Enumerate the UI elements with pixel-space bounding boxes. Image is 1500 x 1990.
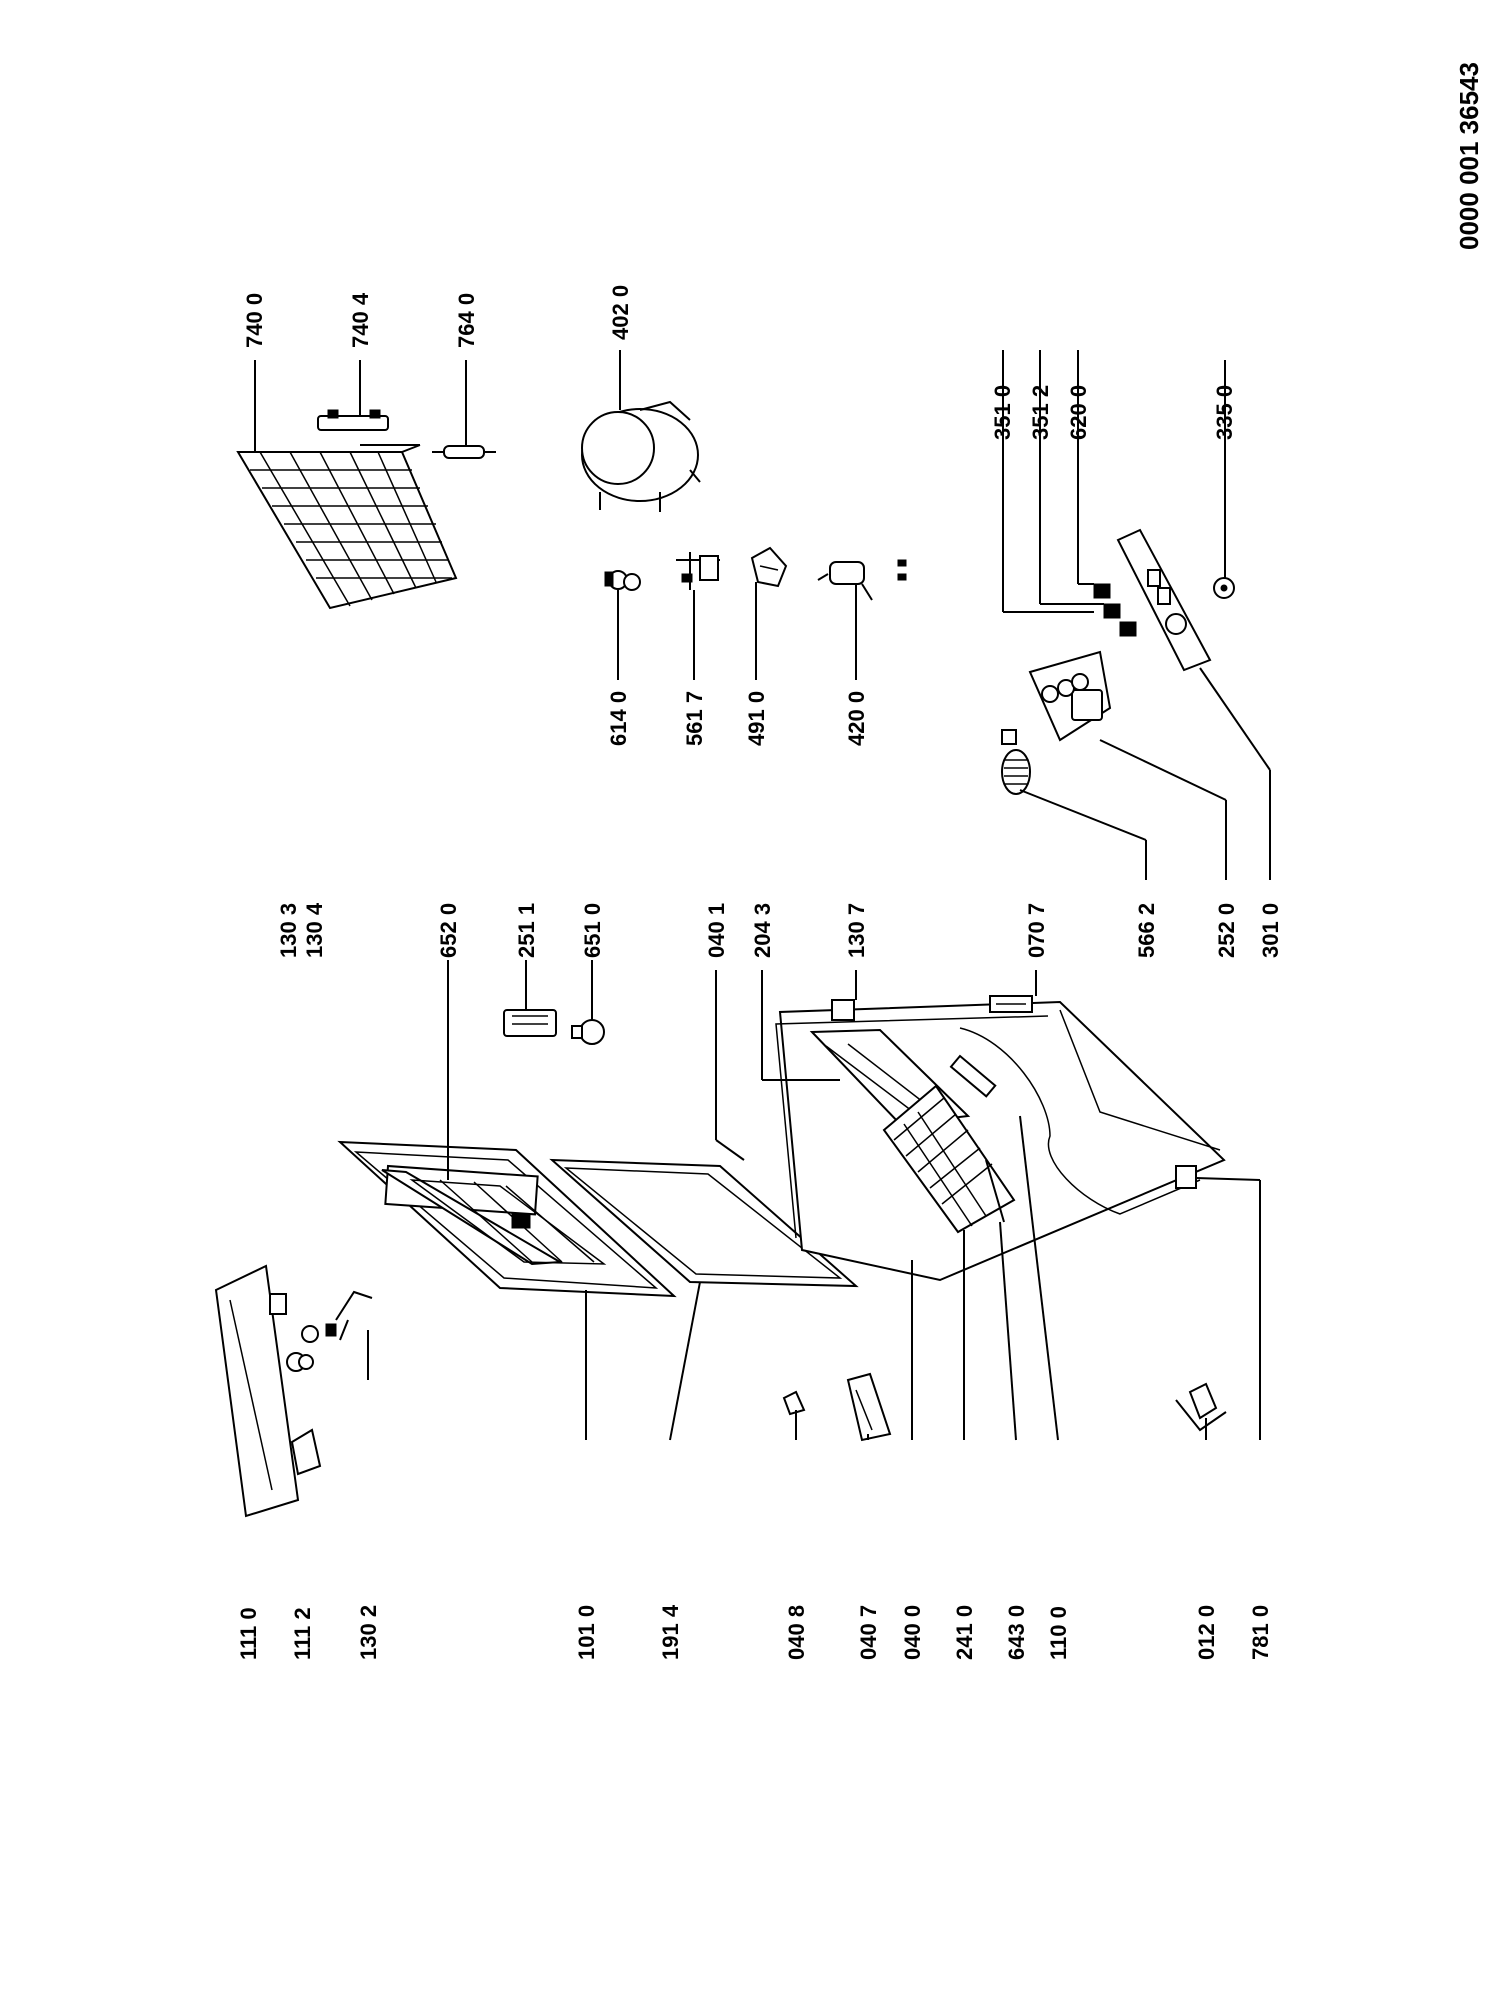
label-561-7: 561 7 — [682, 691, 707, 746]
label-781-0: 781 0 — [1248, 1605, 1273, 1660]
sensor-drawing — [1001, 729, 1031, 795]
label-204-3: 204 3 — [750, 903, 775, 958]
hinge-bracket-drawing — [214, 1264, 322, 1518]
lid-drawing — [337, 1140, 677, 1298]
label-301-0: 301 0 — [1258, 903, 1283, 958]
label-420-0: 420 0 — [844, 691, 869, 746]
hinge-drawing — [846, 1372, 892, 1442]
label-740-0: 740 0 — [242, 293, 267, 348]
label-651-0: 651 0 — [580, 903, 605, 958]
foot-drawing — [782, 1390, 806, 1416]
thermostat-drawing — [676, 552, 720, 590]
cover-drawing — [750, 546, 788, 588]
compressor-drawing — [581, 400, 701, 512]
springs-drawing — [286, 1290, 373, 1372]
label-740-4: 740 4 — [348, 292, 373, 348]
label-335-0: 335 0 — [1212, 385, 1237, 440]
label-130-2: 130 2 — [356, 1605, 381, 1660]
label-012-0: 012 0 — [1194, 1605, 1219, 1660]
label-566-2: 566 2 — [1134, 903, 1159, 958]
gasket-drawing — [549, 1158, 859, 1288]
label-111-0: 111 0 — [236, 1607, 261, 1660]
label-251-1: 251 1 — [514, 903, 539, 958]
label-130-7: 130 7 — [844, 903, 869, 958]
drier-drawing — [432, 445, 496, 459]
knob-drawing — [1213, 577, 1235, 599]
label-070-7: 070 7 — [1024, 903, 1049, 958]
filter-holder-drawing — [317, 409, 389, 431]
label-491-0: 491 0 — [744, 691, 769, 746]
control-box-drawing — [1028, 650, 1112, 742]
label-130-3: 130 3 — [276, 903, 301, 958]
label-040-7: 040 7 — [856, 1605, 881, 1660]
document-number: 0000 001 36543 — [1454, 62, 1484, 250]
label-040-0: 040 0 — [900, 1605, 925, 1660]
lamp-drawing — [571, 1019, 605, 1045]
part-labels: 740 0 740 4 764 0 402 0 351 0 351 2 620 … — [236, 285, 1283, 1660]
label-101-0: 101 0 — [574, 1605, 599, 1660]
condenser-drawing — [236, 444, 458, 610]
bracket-drawing — [1175, 1382, 1227, 1432]
control-panel-drawing — [1093, 528, 1212, 672]
label-764-0: 764 0 — [454, 293, 479, 348]
label-402-0: 402 0 — [608, 285, 633, 340]
label-241-0: 241 0 — [952, 1605, 977, 1660]
label-643-0: 643 0 — [1004, 1605, 1029, 1660]
label-040-1: 040 1 — [704, 903, 729, 958]
label-351-2: 351 2 — [1028, 385, 1053, 440]
leader-lines — [254, 350, 1271, 1441]
label-620-0: 620 0 — [1066, 385, 1091, 440]
label-191-4: 191 4 — [658, 1604, 683, 1660]
relay-drawing — [604, 570, 641, 591]
cabinet-drawing — [775, 995, 1226, 1282]
label-040-8: 040 8 — [784, 1605, 809, 1660]
label-110-0: 110 0 — [1046, 1606, 1071, 1660]
label-614-0: 614 0 — [606, 691, 631, 746]
capacitor-drawing — [817, 559, 907, 601]
label-130-4: 130 4 — [302, 902, 327, 958]
label-652-0: 652 0 — [436, 903, 461, 958]
label-111-2: 111 2 — [290, 1607, 315, 1660]
label-351-0: 351 0 — [990, 385, 1015, 440]
label-252-0: 252 0 — [1214, 903, 1239, 958]
lamp-housing-drawing — [503, 1009, 557, 1037]
